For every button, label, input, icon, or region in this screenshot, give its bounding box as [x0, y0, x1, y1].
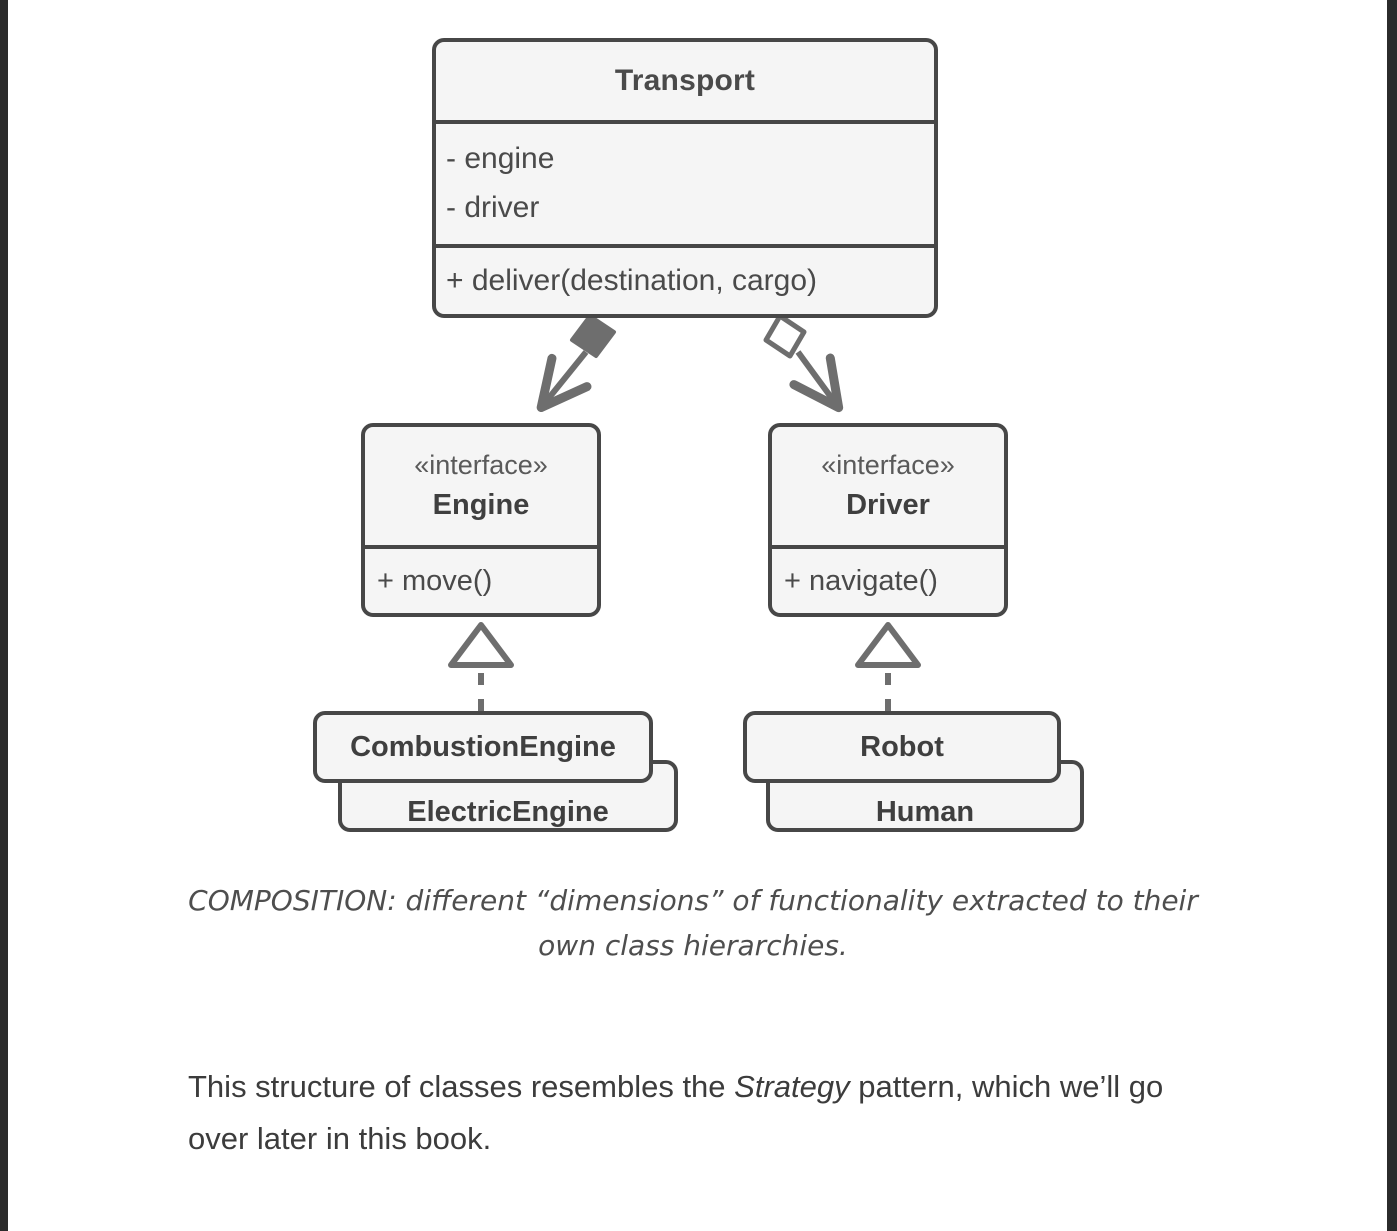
class-name-human: Human	[875, 795, 975, 828]
operation-deliver: + deliver(destination, cargo)	[436, 244, 934, 314]
connector-transport-driver-aggregation	[763, 313, 844, 413]
pattern-name-emphasis: Strategy	[734, 1069, 850, 1104]
interface-name-engine: Engine	[432, 488, 530, 521]
class-box-robot[interactable]: Robot	[743, 711, 1061, 783]
paragraph-text-after: pattern, which we’ll go over later in th…	[188, 1069, 1164, 1157]
interface-header-engine: «interface» Engine	[365, 427, 597, 545]
uml-class-diagram: Transport - engine - driver + deliver(de…	[8, 0, 1387, 860]
interface-box-driver[interactable]: «interface» Driver + navigate()	[768, 423, 1008, 617]
hollow-diamond-icon	[763, 313, 807, 359]
connector-robot-driver-realization	[855, 622, 921, 711]
relationship-connectors	[448, 313, 921, 711]
body-paragraph: This structure of classes resembles the …	[188, 1061, 1218, 1165]
class-name-electricengine: ElectricEngine	[407, 795, 609, 828]
class-box-transport[interactable]: Transport - engine - driver + deliver(de…	[432, 38, 938, 318]
stereotype-label-driver: «interface»	[821, 449, 955, 480]
figure-caption: COMPOSITION: different “dimensions” of f…	[188, 884, 1198, 963]
class-name-robot: Robot	[860, 730, 944, 763]
operation-navigate: + navigate()	[772, 545, 1004, 613]
stereotype-label-engine: «interface»	[414, 449, 548, 480]
paragraph-text-before: This structure of classes resembles the	[188, 1069, 735, 1104]
page-content: Transport - engine - driver + deliver(de…	[8, 0, 1387, 1231]
attribute-driver: - driver	[446, 191, 540, 224]
class-box-combustionengine[interactable]: CombustionEngine	[313, 711, 653, 783]
interface-header-driver: «interface» Driver	[772, 427, 1004, 545]
class-attributes-transport: - engine - driver	[436, 120, 934, 244]
connector-transport-engine-composition	[536, 314, 616, 413]
class-name-combustionengine: CombustionEngine	[350, 730, 616, 763]
filled-diamond-icon	[570, 314, 616, 358]
attribute-engine: - engine	[446, 142, 555, 176]
window-edge-band-right	[1387, 0, 1397, 1231]
interface-name-driver: Driver	[846, 488, 930, 521]
window-edge-band-left	[0, 0, 8, 1231]
hollow-triangle-icon	[448, 622, 514, 668]
hollow-triangle-icon	[855, 622, 921, 668]
interface-box-engine[interactable]: «interface» Engine + move()	[361, 423, 601, 617]
operation-move: + move()	[365, 545, 597, 613]
class-name-transport: Transport	[614, 64, 756, 97]
connector-combustionengine-engine-realization	[448, 622, 514, 711]
